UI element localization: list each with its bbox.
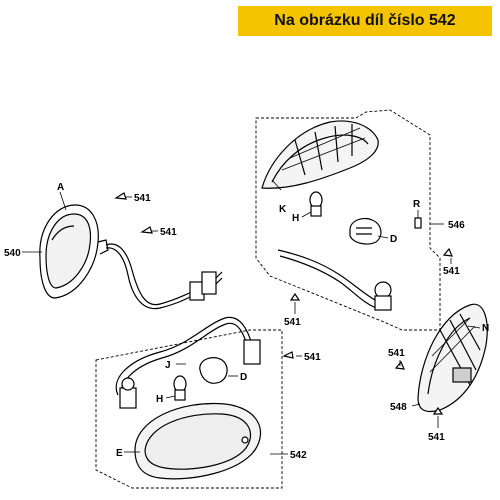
socket-d-bottom: [199, 357, 228, 384]
label-541-g: 541: [428, 432, 445, 443]
banner-text: Na obrázku díl číslo 542: [274, 12, 456, 29]
label-e: E: [116, 448, 123, 459]
label-541-c: 541: [443, 266, 460, 277]
label-h-top: H: [292, 213, 299, 224]
socket-d-top: [349, 217, 382, 245]
label-548: 548: [390, 402, 407, 413]
wire-harness-bottom: [115, 316, 261, 409]
group-542-outline: [95, 329, 283, 489]
label-n: N: [482, 323, 489, 334]
screws-541: [114, 192, 453, 415]
label-d-top: D: [390, 234, 397, 245]
cover-k: [261, 120, 379, 189]
screw-r: [414, 217, 422, 229]
label-541-d: 541: [284, 317, 301, 328]
label-542: 542: [290, 450, 307, 461]
label-546: 546: [448, 220, 465, 231]
leader-lines: [22, 179, 481, 455]
label-541-b: 541: [160, 227, 177, 238]
part-number-banner: Na obrázku díl číslo 542: [238, 6, 492, 36]
lens-e: [134, 402, 262, 480]
label-k: K: [279, 204, 287, 215]
callout-labels: 540 A 541 541 K H D R 546 541 541 541 J …: [4, 182, 489, 461]
label-h-bottom: H: [156, 394, 163, 405]
label-541-a: 541: [134, 193, 151, 204]
wire-harness-top: [277, 249, 392, 311]
label-d-bottom: D: [240, 372, 247, 383]
label-j: J: [165, 360, 171, 371]
label-540: 540: [4, 248, 21, 259]
label-541-e: 541: [304, 352, 321, 363]
label-541-f: 541: [388, 348, 405, 359]
group-546-outline: [255, 109, 441, 331]
bulb-h-bottom: [173, 375, 187, 401]
left-lamp-assembly: [39, 204, 223, 310]
right-lamp-548: [417, 303, 488, 413]
bulb-h-top: [309, 191, 323, 217]
label-a: A: [57, 182, 64, 193]
label-r: R: [413, 199, 421, 210]
